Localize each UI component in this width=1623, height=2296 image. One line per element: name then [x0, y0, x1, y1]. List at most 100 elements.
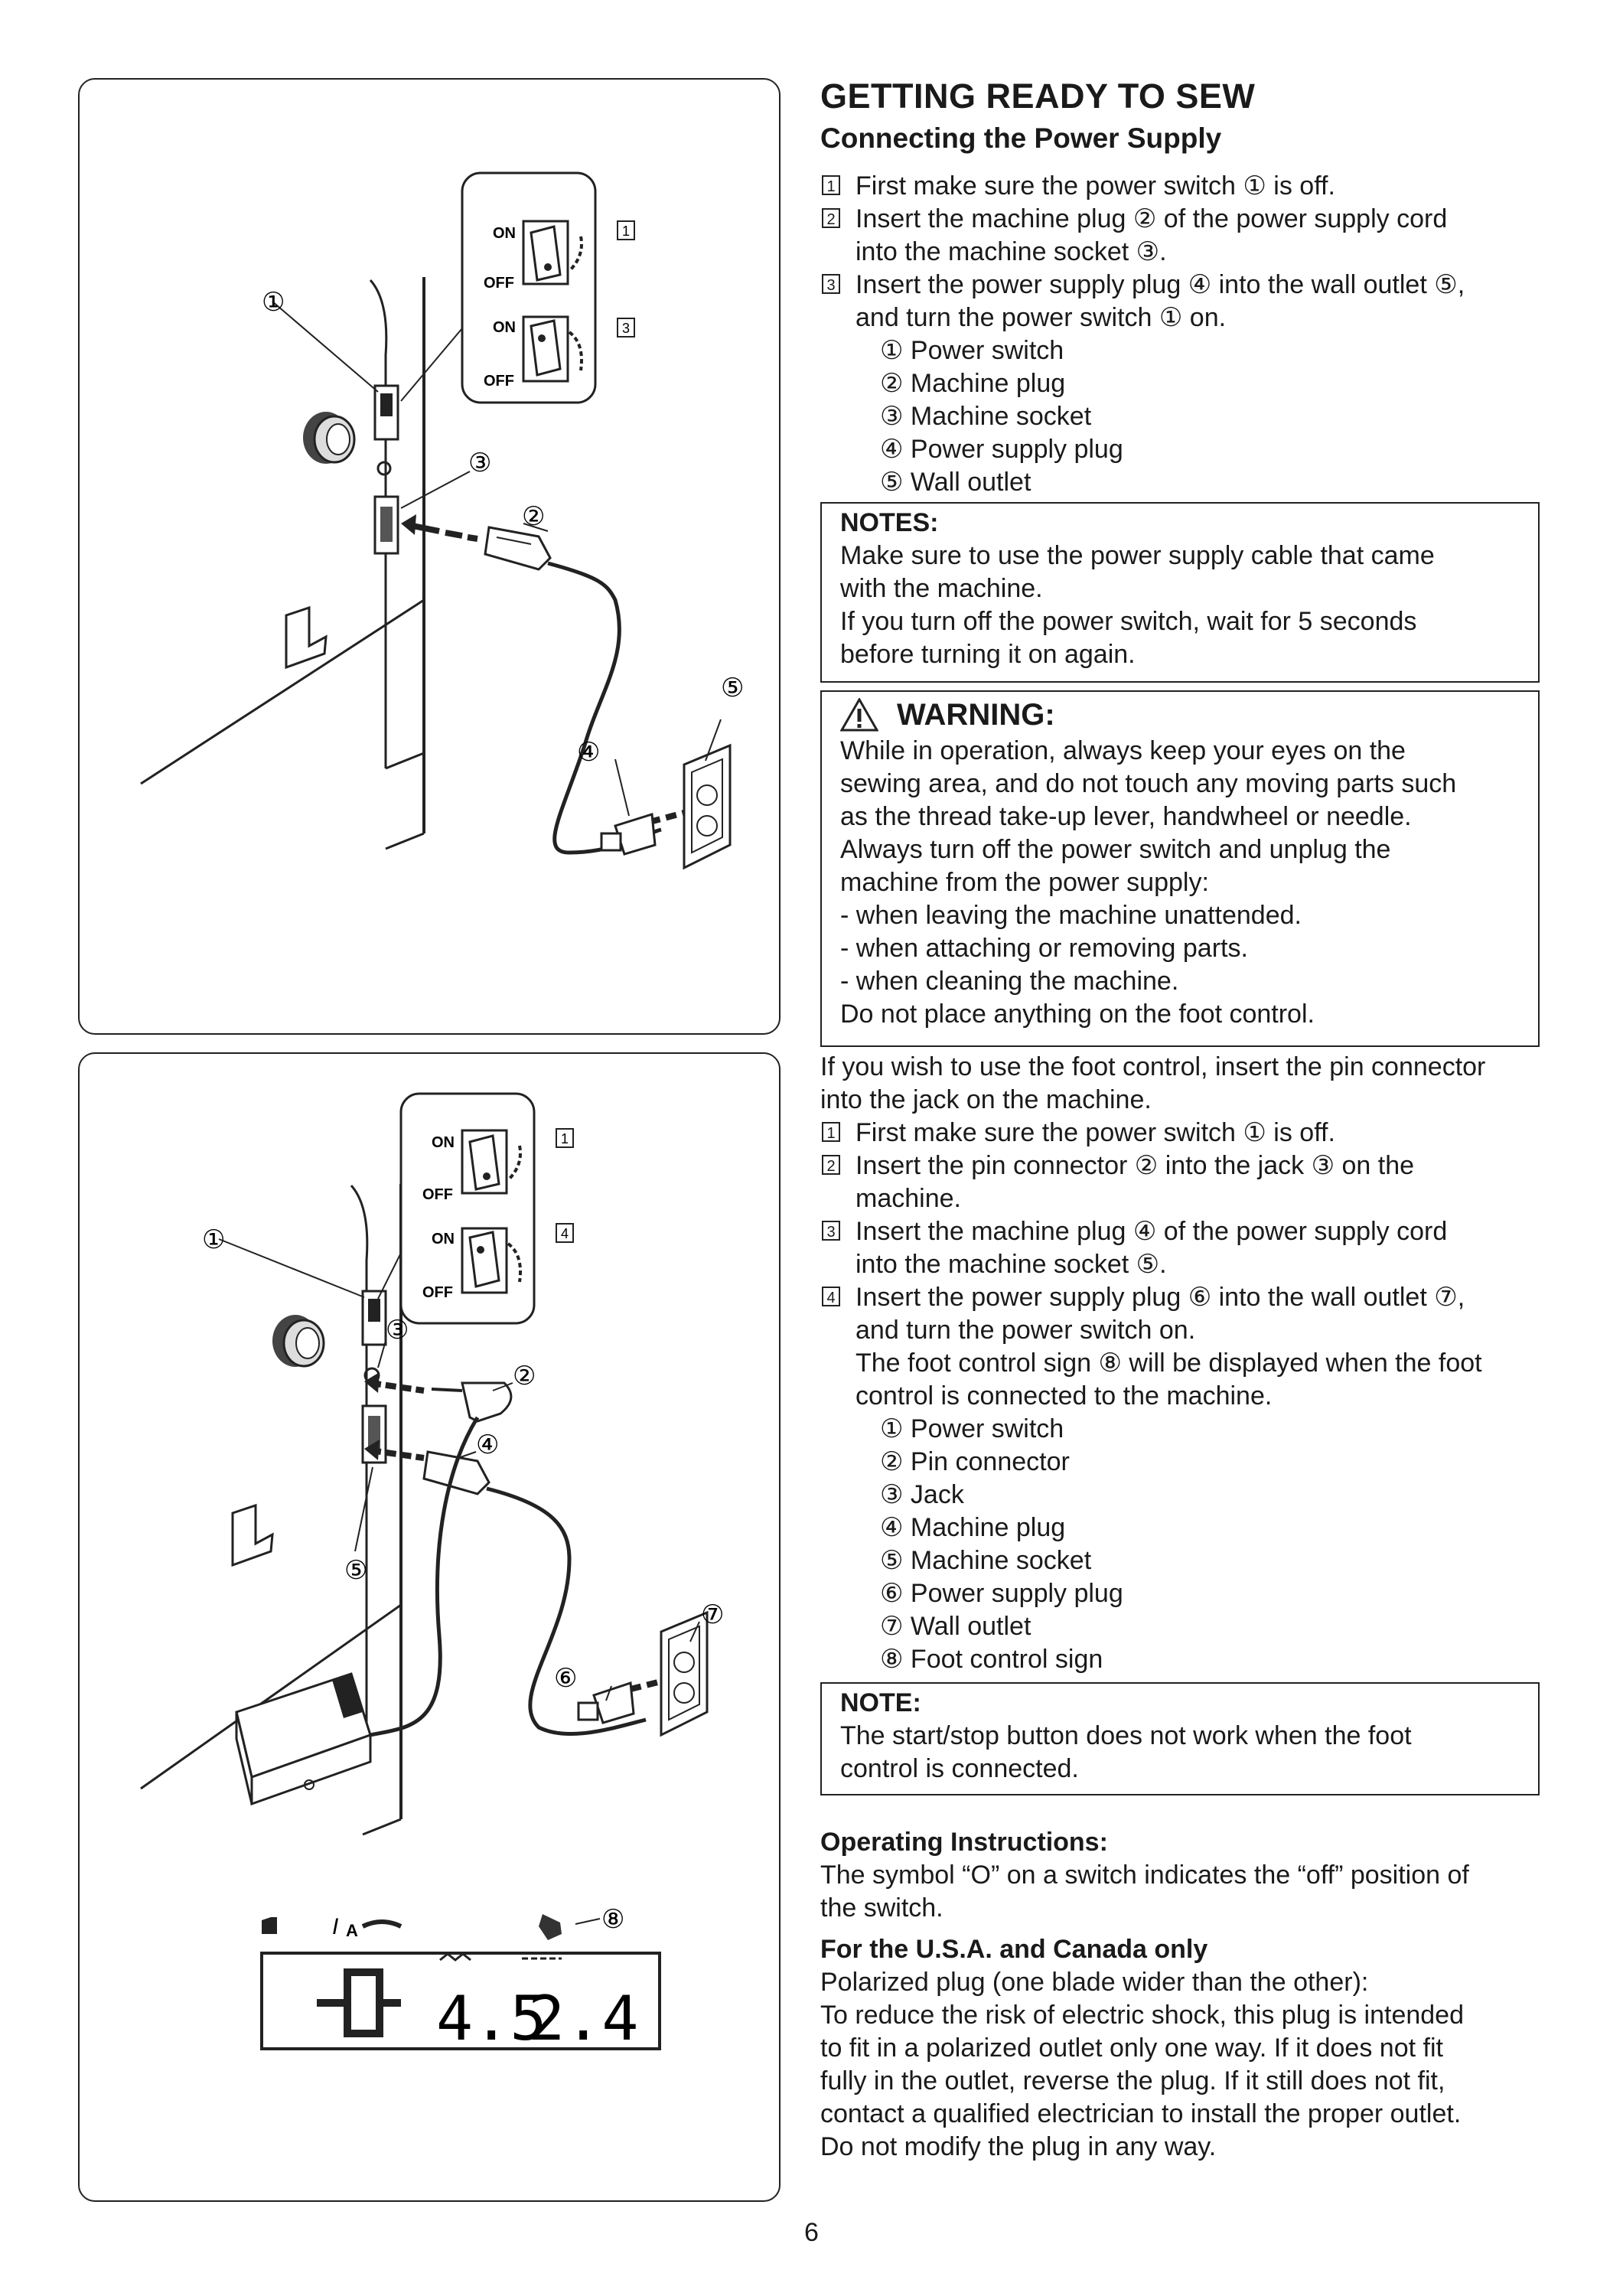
- stitch-width-icon: [439, 1952, 471, 1962]
- legend-list: ① Power switch ② Pin connector ③ Jack ④ Mac…: [820, 1413, 1540, 1676]
- page-title: GETTING READY TO SEW: [820, 77, 1256, 116]
- switch-on-label-fig2: ON: [432, 1134, 455, 1151]
- text-line: into the machine socket ③.: [855, 237, 1167, 266]
- machine-power-switch: [373, 384, 399, 441]
- text-line: Always turn off the power switch and unp…: [840, 835, 1391, 864]
- warning-title: WARNING:: [897, 697, 1055, 732]
- text-line: Polarized plug (one blade wider than the…: [820, 1968, 1369, 1997]
- text-line: Insert the machine plug ④ of the power s…: [855, 1217, 1448, 1246]
- text-line: Insert the power supply plug ⑥ into the …: [855, 1283, 1465, 1312]
- step-label-a: 1: [622, 223, 630, 239]
- text-line: sewing area, and do not touch any moving…: [840, 769, 1457, 798]
- step-text: Insert the power supply plug ⑥ into the …: [855, 1281, 1540, 1413]
- switch-off-label: OFF: [484, 275, 514, 292]
- text-line: To reduce the risk of electric shock, th…: [820, 2001, 1464, 2030]
- figure-power-supply: ON OFF ON OFF 1 3 ① ③ ② ⑤ ④: [78, 78, 781, 1035]
- warning-box: WARNING: While in operation, always keep…: [820, 690, 1540, 1047]
- page-number: 6: [804, 2218, 819, 2247]
- lcd-display: I A 4.5 2.4: [260, 1914, 661, 2054]
- note-text: The start/stop button does not work when…: [840, 1720, 1521, 1786]
- step-item: 3 Insert the power supply plug ④ into the…: [820, 269, 1540, 334]
- wall-outlet: [683, 743, 732, 870]
- usa-canada-section: For the U.S.A. and Canada only Polarized…: [820, 1933, 1540, 2164]
- text-line: control is connected.: [840, 1754, 1079, 1783]
- legend-item: ② Machine plug: [880, 369, 1066, 398]
- usa-title: For the U.S.A. and Canada only: [820, 1935, 1208, 1964]
- step-text: Insert the machine plug ② of the power s…: [855, 203, 1540, 269]
- legend-item: ① Power switch: [880, 336, 1064, 365]
- power-supply-plug: [600, 810, 686, 856]
- power-supply-steps: 1 First make sure the power switch ① is o…: [820, 170, 1540, 499]
- text-line: Insert the machine plug ② of the power s…: [855, 204, 1448, 233]
- text-line: fully in the outlet, reverse the plug. I…: [820, 2066, 1445, 2095]
- jack-icon: [376, 461, 392, 476]
- lcd-mode-a: A: [346, 1921, 358, 1940]
- callout-5: ⑤: [721, 673, 744, 703]
- step-item: 1 First make sure the power switch ① is o…: [820, 170, 1540, 203]
- step-number: 3: [822, 1221, 840, 1241]
- text-line: The symbol “O” on a switch indicates the…: [820, 1861, 1469, 1890]
- text-line: machine.: [855, 1184, 961, 1213]
- foot-control-pedal: [235, 1672, 372, 1806]
- fig2-callout-6: ⑥: [554, 1664, 577, 1693]
- legend-item: ③ Machine socket: [880, 402, 1092, 431]
- text-line: Do not place anything on the foot contro…: [840, 1000, 1315, 1029]
- foot-control-steps: If you wish to use the foot control, ins…: [820, 1051, 1540, 1676]
- text-line: The foot control sign ⑧ will be displaye…: [855, 1349, 1482, 1378]
- legend-item: ② Pin connector: [880, 1447, 1070, 1476]
- callout-4: ④: [577, 738, 600, 767]
- legend-item: ⑤ Wall outlet: [880, 468, 1031, 497]
- text-line: into the machine socket ⑤.: [855, 1250, 1167, 1279]
- note-box: NOTE: The start/stop button does not wor…: [820, 1682, 1540, 1795]
- machine-plug: [484, 526, 552, 571]
- step-number: 1: [822, 175, 840, 195]
- notes-box: NOTES: Make sure to use the power supply…: [820, 502, 1540, 683]
- step-text: Insert the machine plug ④ of the power s…: [855, 1215, 1540, 1281]
- note-title: NOTE:: [840, 1688, 921, 1717]
- legend-item: ③ Jack: [880, 1480, 964, 1509]
- switch-on-label-2: ON: [493, 319, 516, 336]
- usa-text: Polarized plug (one blade wider than the…: [820, 1966, 1540, 2164]
- legend-item: ⑥ Power supply plug: [880, 1579, 1123, 1608]
- text-line: While in operation, always keep your eye…: [840, 736, 1406, 765]
- foot-control-sign-icon: [539, 1914, 562, 1940]
- text-line: Make sure to use the power supply cable …: [840, 541, 1435, 570]
- text-line: the switch.: [820, 1893, 943, 1923]
- operating-text: The symbol “O” on a switch indicates the…: [820, 1859, 1540, 1925]
- operating-instructions: Operating Instructions: The symbol “O” o…: [820, 1826, 1540, 1925]
- legend-item: ⑦ Wall outlet: [880, 1612, 1031, 1641]
- step-number: 3: [822, 274, 840, 294]
- text-line: and turn the power switch ① on.: [855, 303, 1227, 332]
- text-line: and turn the power switch on.: [855, 1316, 1196, 1345]
- presser-foot-icon: [361, 1919, 402, 1929]
- fig2-callout-4: ④: [476, 1430, 499, 1459]
- step-number: 4: [822, 1287, 840, 1306]
- step-text: First make sure the power switch ① is of…: [855, 170, 1540, 203]
- stitch-length-value: 2.4: [528, 1983, 639, 2054]
- step-item: 3 Insert the machine plug ④ of the power …: [820, 1215, 1540, 1281]
- text-line: Insert the pin connector ② into the jack…: [855, 1151, 1415, 1180]
- callout-1: ①: [262, 288, 285, 317]
- text-line: machine from the power supply:: [840, 868, 1209, 897]
- legend-list: ① Power switch ② Machine plug ③ Machine so…: [820, 334, 1540, 499]
- legend-item: ① Power switch: [880, 1414, 1064, 1443]
- power-supply-illustration: ON OFF ON OFF 1 3 ① ③ ② ⑤ ④: [140, 171, 744, 870]
- text-line: Do not modify the plug in any way.: [820, 2132, 1217, 2161]
- switch-on-label-fig2-b: ON: [432, 1231, 455, 1247]
- fig2-callout-2: ②: [513, 1362, 536, 1391]
- text-line: First make sure the power switch ① is of…: [855, 171, 1335, 201]
- switch-off-label-2: OFF: [484, 373, 514, 390]
- callout-3: ③: [468, 448, 491, 478]
- text-line: as the thread take-up lever, handwheel o…: [840, 802, 1412, 831]
- step-label-b: 3: [622, 321, 630, 336]
- menu-icon: [262, 1917, 277, 1934]
- figure-foot-control: ON OFF ON OFF 1 4 ① ③ ② ④ ⑤ ⑦ ⑥ I: [78, 1052, 781, 2202]
- legend-item: ④ Power supply plug: [880, 435, 1123, 464]
- text-line: contact a qualified electrician to insta…: [820, 2099, 1462, 2128]
- step-text: Insert the power supply plug ④ into the …: [855, 269, 1540, 334]
- legend-item: ④ Machine plug: [880, 1513, 1066, 1542]
- switch-inset: ON OFF ON OFF 1 3: [400, 171, 635, 404]
